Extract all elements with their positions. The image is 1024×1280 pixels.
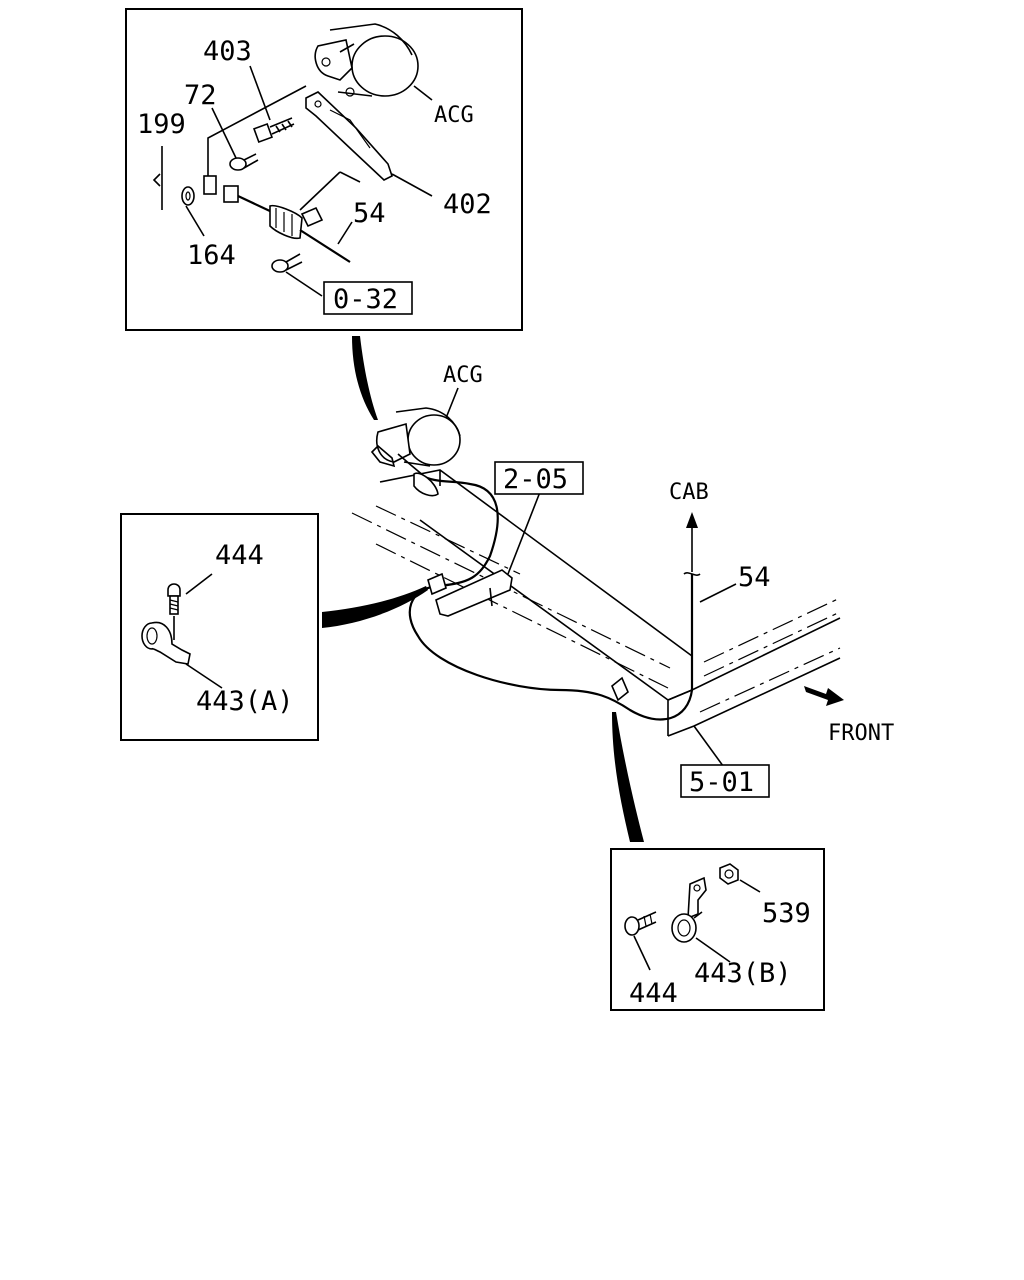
top-detail-panel: 403 72 199 ACG 402 54 164 0-32 — [125, 8, 523, 331]
bracket-402 — [305, 91, 393, 181]
bolt-72 — [229, 153, 259, 171]
label-403: 403 — [203, 36, 252, 67]
detail-pointer-left — [322, 586, 428, 628]
label-cab: CAB — [669, 480, 709, 505]
label-199: 199 — [137, 109, 186, 140]
nut-539 — [719, 863, 739, 885]
label-444-left: 444 — [215, 540, 264, 571]
clamp-443b — [671, 876, 707, 943]
label-72: 72 — [184, 80, 217, 111]
ref-5-01: 5-01 — [689, 767, 754, 798]
acg-alternator-detail — [314, 23, 419, 97]
label-54: 54 — [738, 562, 771, 593]
detail-pointer-top — [352, 336, 378, 420]
left-detail-frame — [120, 513, 319, 741]
bolt-403 — [253, 117, 295, 143]
clip-199 — [152, 146, 163, 210]
bottom-detail-panel: 539 443(B) 444 — [610, 848, 825, 1011]
label-539: 539 — [762, 898, 811, 929]
clamp-443a — [141, 621, 191, 665]
ref-box-0-32 — [323, 281, 413, 315]
label-acg: ACG — [443, 363, 483, 388]
ref-0-32: 0-32 — [333, 284, 398, 315]
acg-alternator — [370, 407, 461, 477]
label-443b: 443(B) — [694, 958, 792, 989]
ref-box-2-05 — [494, 461, 584, 495]
label-front: FRONT — [828, 721, 894, 746]
detail-pointer-bottom — [612, 712, 644, 842]
label-444-bottom: 444 — [629, 978, 678, 1009]
label-acg-detail: ACG — [434, 103, 474, 128]
bolt-444-left — [167, 583, 181, 615]
bottom-detail-frame — [610, 848, 825, 1011]
left-detail-panel: 444 443(A) — [120, 513, 319, 741]
bolt-0-32 — [271, 253, 303, 273]
cable-54 — [408, 473, 694, 721]
front-arrow — [804, 686, 844, 706]
top-detail-frame — [125, 8, 523, 331]
bracket-2-05 — [435, 569, 513, 617]
label-164: 164 — [187, 240, 236, 271]
label-402: 402 — [443, 189, 492, 220]
cable-end-assembly — [203, 175, 351, 263]
ref-box-5-01 — [680, 764, 770, 798]
label-443a: 443(A) — [196, 686, 294, 717]
label-54-detail: 54 — [353, 198, 386, 229]
bolt-444-bottom — [624, 911, 657, 936]
washer-164 — [181, 186, 195, 206]
main-assembly: ACG 2-05 CAB 54 FRONT 5-01 — [351, 363, 894, 798]
ref-2-05: 2-05 — [503, 464, 568, 495]
